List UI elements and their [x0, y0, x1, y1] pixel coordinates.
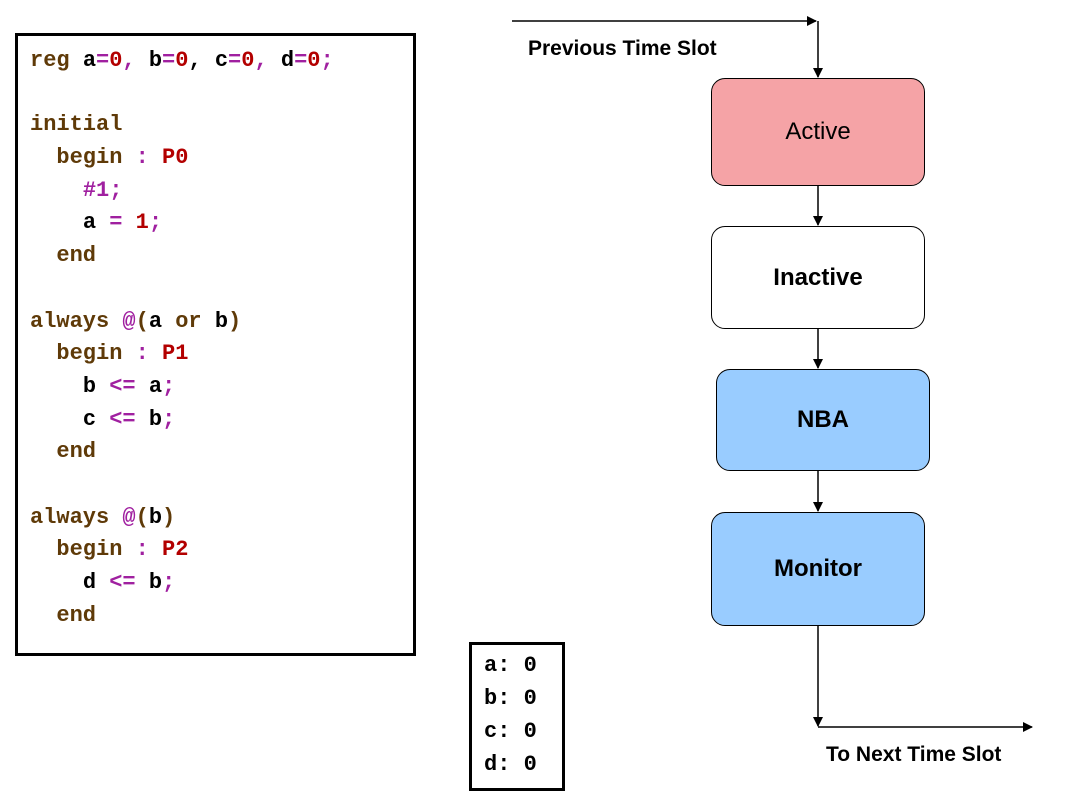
code-keyword-begin: begin [56, 145, 123, 170]
code-num: 0 [109, 48, 123, 73]
code-op-eq: = [162, 48, 176, 73]
code-op-comma: , [254, 48, 281, 73]
code-op-colon: : [122, 537, 163, 562]
code-var-c: c [214, 48, 229, 73]
code-line-delay: #1; [30, 176, 123, 206]
value-c: 0 [523, 719, 537, 744]
previous-time-slot-label: Previous Time Slot [528, 37, 717, 60]
value-row-b: b: 0 [484, 684, 537, 714]
code-op-semi: ; [320, 48, 334, 73]
code-label-p2: P2 [162, 537, 189, 562]
code-delay: #1; [82, 178, 123, 203]
code-op-semi: ; [162, 407, 176, 432]
code-line-end-p0: end [30, 241, 96, 271]
code-num: 0 [307, 48, 321, 73]
code-var-a: a [82, 48, 97, 73]
value-row-d: d: 0 [484, 750, 537, 780]
code-line-end-p1: end [30, 437, 96, 467]
code-var-b: b [214, 309, 229, 334]
code-op-nonblocking: <= [109, 407, 136, 432]
code-line-reg: reg a=0, b=0, c=0, d=0; [30, 46, 334, 76]
code-var-a: a [82, 210, 97, 235]
code-label-p0: P0 [162, 145, 189, 170]
code-line-c-nba-b: c <= b; [30, 405, 175, 435]
code-op-colon: : [122, 341, 163, 366]
code-op-lparen: ( [135, 505, 149, 530]
code-op-at: @ [122, 505, 136, 530]
code-num: 0 [175, 48, 189, 73]
code-line-end-p2: end [30, 601, 96, 631]
code-op-at: @ [122, 309, 136, 334]
code-keyword-begin: begin [56, 341, 123, 366]
code-keyword-always: always [30, 309, 110, 334]
code-line-begin-p0: begin : P0 [30, 143, 188, 173]
variable-values-panel: a: 0 b: 0 c: 0 d: 0 [469, 642, 565, 791]
code-keyword-or: or [175, 309, 202, 334]
node-active-label: Active [785, 118, 851, 145]
code-op-eq: = [294, 48, 308, 73]
code-op-comma: , [188, 48, 215, 73]
code-line-always-p1: always @(a or b) [30, 307, 241, 337]
code-var-c: c [82, 407, 97, 432]
value-label-b: b: [484, 686, 511, 711]
code-op-nonblocking: <= [109, 570, 136, 595]
code-op-colon: : [122, 145, 163, 170]
node-inactive: Inactive [711, 226, 925, 329]
node-nba: NBA [716, 369, 930, 471]
code-op-eq: = [96, 48, 110, 73]
value-row-c: c: 0 [484, 717, 537, 747]
code-line-d-nba-b: d <= b; [30, 568, 175, 598]
node-active: Active [711, 78, 925, 186]
node-monitor-label: Monitor [774, 555, 862, 582]
code-panel: reg a=0, b=0, c=0, d=0; initial begin : … [15, 33, 416, 656]
code-keyword-end: end [56, 603, 97, 628]
value-row-a: a: 0 [484, 651, 537, 681]
code-keyword-end: end [56, 243, 97, 268]
code-keyword-end: end [56, 439, 97, 464]
value-label-a: a: [484, 653, 511, 678]
code-line-b-nba-a: b <= a; [30, 372, 175, 402]
code-op-semi: ; [162, 570, 176, 595]
code-num-one: 1 [135, 210, 149, 235]
next-time-slot-label: To Next Time Slot [826, 743, 1002, 766]
code-var-a: a [148, 374, 163, 399]
node-monitor: Monitor [711, 512, 925, 626]
code-var-b: b [82, 374, 97, 399]
code-var-d: d [280, 48, 295, 73]
node-inactive-label: Inactive [773, 263, 863, 291]
code-var-d: d [82, 570, 97, 595]
code-keyword-begin: begin [56, 537, 123, 562]
code-line-begin-p1: begin : P1 [30, 339, 188, 369]
code-line-initial: initial [30, 110, 122, 140]
code-op-eq: = [228, 48, 242, 73]
value-a: 0 [523, 653, 537, 678]
code-var-a: a [148, 309, 163, 334]
value-b: 0 [523, 686, 537, 711]
value-label-c: c: [484, 719, 511, 744]
code-op-lparen: ( [135, 309, 149, 334]
code-op-comma: , [122, 48, 149, 73]
code-num: 0 [241, 48, 255, 73]
code-line-always-p2: always @(b) [30, 503, 175, 533]
node-nba-label: NBA [797, 406, 849, 433]
code-op-rparen: ) [228, 309, 242, 334]
code-op-semi: ; [148, 210, 163, 235]
value-label-d: d: [484, 752, 511, 777]
code-line-begin-p2: begin : P2 [30, 535, 188, 565]
code-keyword-reg: reg [30, 48, 70, 73]
code-var-b: b [148, 48, 163, 73]
code-var-b: b [148, 505, 163, 530]
code-line-assign-a: a = 1; [30, 208, 162, 238]
code-var-b: b [148, 570, 163, 595]
code-op-assign: = [96, 210, 136, 235]
code-op-nonblocking: <= [109, 374, 136, 399]
code-label-p1: P1 [162, 341, 189, 366]
value-d: 0 [523, 752, 537, 777]
code-keyword-initial: initial [30, 112, 123, 137]
code-op-semi: ; [162, 374, 176, 399]
code-op-rparen: ) [162, 505, 176, 530]
code-keyword-always: always [30, 505, 110, 530]
code-var-b: b [148, 407, 163, 432]
